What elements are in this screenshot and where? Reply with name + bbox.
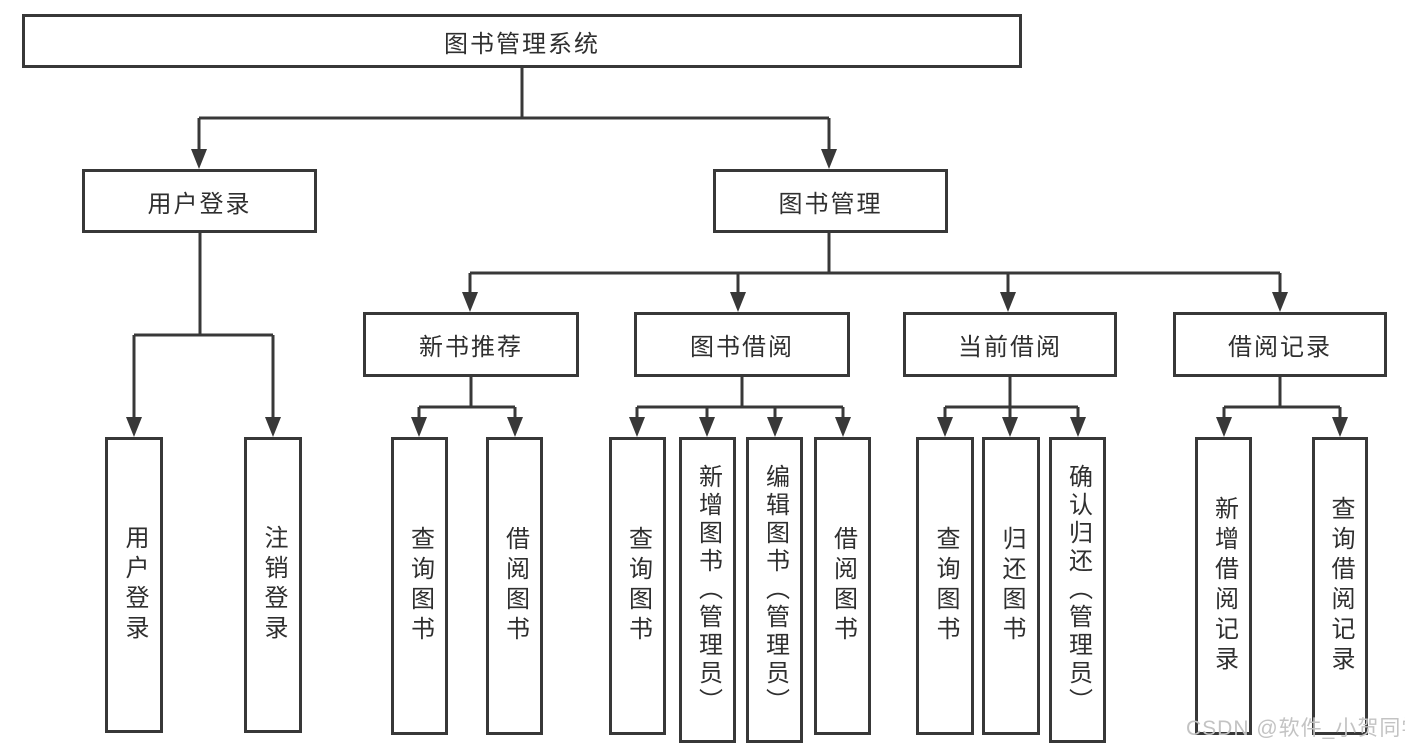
node-borrow-records-label: 借阅记录 xyxy=(1228,334,1332,361)
leaf-user-login-label: 用户登录 xyxy=(121,525,148,645)
leaf-query-books-recommend: 查询图书 xyxy=(391,437,448,735)
leaf-borrow-books-label: 借阅图书 xyxy=(829,526,857,646)
csdn-watermark: CSDN @软件_小贺同学 xyxy=(1186,717,1405,740)
leaf-return-books: 归还图书 xyxy=(982,437,1040,735)
leaf-borrow-books-recommend: 借阅图书 xyxy=(486,437,543,735)
leaf-borrow-books: 借阅图书 xyxy=(814,437,871,735)
leaf-query-books-recommend-label: 查询图书 xyxy=(406,526,434,646)
leaf-edit-books-admin-label: 编辑图书（管理员） xyxy=(761,464,789,716)
node-book-borrowing: 图书借阅 xyxy=(634,312,850,377)
leaf-return-books-label: 归还图书 xyxy=(998,526,1025,646)
node-user-login-label: 用户登录 xyxy=(147,190,252,218)
node-borrow-records: 借阅记录 xyxy=(1173,312,1387,377)
leaf-confirm-return-admin: 确认归还（管理员） xyxy=(1049,437,1106,743)
leaf-confirm-return-admin-label: 确认归还（管理员） xyxy=(1064,464,1092,716)
leaf-borrow-books-recommend-label: 借阅图书 xyxy=(501,526,529,646)
node-book-management-label: 图书管理 xyxy=(778,190,883,218)
node-current-borrowing-label: 当前借阅 xyxy=(958,334,1062,361)
node-book-borrowing-label: 图书借阅 xyxy=(690,334,794,361)
leaf-query-books-current-label: 查询图书 xyxy=(932,526,959,646)
leaf-edit-books-admin: 编辑图书（管理员） xyxy=(746,437,803,743)
node-user-login: 用户登录 xyxy=(82,169,317,233)
leaf-add-books-admin-label: 新增图书（管理员） xyxy=(694,464,722,716)
node-new-book-recommend-label: 新书推荐 xyxy=(419,334,523,361)
node-current-borrowing: 当前借阅 xyxy=(903,312,1117,377)
leaf-logout: 注销登录 xyxy=(244,437,302,733)
leaf-add-borrow-record: 新增借阅记录 xyxy=(1195,437,1252,735)
node-new-book-recommend: 新书推荐 xyxy=(363,312,579,377)
leaf-user-login: 用户登录 xyxy=(105,437,163,733)
leaf-query-borrow-record-label: 查询借阅记录 xyxy=(1327,496,1354,676)
node-root: 图书管理系统 xyxy=(22,14,1022,68)
leaf-logout-label: 注销登录 xyxy=(260,525,287,645)
leaf-add-borrow-record-label: 新增借阅记录 xyxy=(1210,496,1238,676)
node-root-label: 图书管理系统 xyxy=(444,30,600,58)
node-book-management: 图书管理 xyxy=(713,169,948,233)
arrowheads xyxy=(126,149,1348,437)
leaf-query-books-borrowing: 查询图书 xyxy=(609,437,666,735)
leaf-query-borrow-record: 查询借阅记录 xyxy=(1312,437,1368,735)
leaf-add-books-admin: 新增图书（管理员） xyxy=(679,437,736,743)
leaf-query-books-borrowing-label: 查询图书 xyxy=(624,526,652,646)
leaf-query-books-current: 查询图书 xyxy=(916,437,974,735)
